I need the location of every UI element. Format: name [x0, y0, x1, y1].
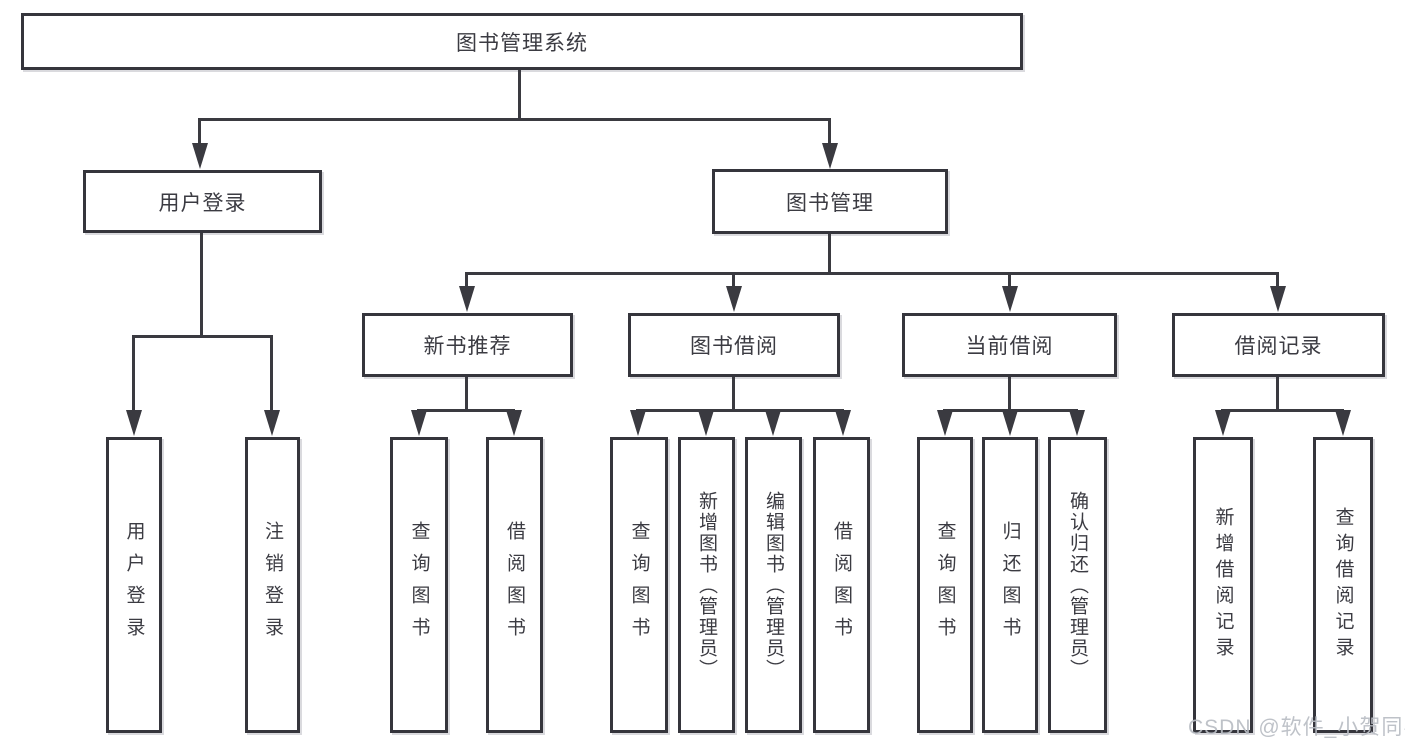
connector-line [828, 118, 831, 146]
arrow-down-icon [126, 410, 142, 436]
arrow-down-icon [1002, 286, 1018, 312]
arrow-down-icon [726, 286, 742, 312]
leaf-logout: 注销登录 [245, 437, 300, 733]
arrow-down-icon [835, 410, 851, 436]
node-current-borrow-label: 当前借阅 [965, 335, 1054, 358]
leaf-add-borrow-record: 新增借阅记录 [1193, 437, 1253, 733]
connector-line [1008, 377, 1011, 411]
leaf-confirm-return-admin-label: 确认归还（管理员） [1067, 490, 1088, 680]
leaf-borrow-book-recommend: 借阅图书 [486, 437, 543, 733]
node-current-borrow: 当前借阅 [902, 313, 1117, 377]
leaf-query-borrow-record: 查询借阅记录 [1313, 437, 1373, 733]
connector-line [417, 409, 515, 412]
node-book-borrow-label: 图书借阅 [690, 335, 778, 358]
leaf-query-book-recommend-label: 查询图书 [408, 521, 430, 649]
connector-line [1276, 377, 1279, 411]
leaf-user-login-label: 用户登录 [123, 521, 145, 649]
connector-line [198, 118, 201, 146]
leaf-query-book-borrow-label: 查询图书 [628, 521, 650, 649]
arrow-down-icon [459, 286, 475, 312]
arrow-down-icon [1270, 286, 1286, 312]
connector-line [270, 335, 273, 412]
connector-line [1276, 272, 1279, 290]
leaf-add-book-admin-label: 新增图书（管理员） [696, 490, 717, 680]
leaf-confirm-return-admin: 确认归还（管理员） [1048, 437, 1107, 733]
node-borrow-record: 借阅记录 [1172, 313, 1385, 377]
watermark: CSDN @软件_小贺同学 [1188, 716, 1405, 739]
arrow-down-icon [411, 410, 427, 436]
node-book-management-label: 图书管理 [786, 191, 874, 215]
leaf-add-borrow-record-label: 新增借阅记录 [1212, 507, 1234, 663]
node-book-borrow: 图书借阅 [628, 313, 840, 377]
arrow-down-icon [822, 143, 838, 169]
leaf-query-book-current-label: 查询图书 [934, 521, 956, 649]
connector-line [732, 377, 735, 411]
leaf-query-borrow-record-label: 查询借阅记录 [1332, 507, 1354, 663]
connector-line [828, 234, 831, 274]
leaf-borrow-book: 借阅图书 [813, 437, 870, 733]
arrow-down-icon [192, 143, 208, 169]
connector-line [132, 335, 135, 412]
arrow-down-icon [630, 410, 646, 436]
node-user-login: 用户登录 [83, 170, 322, 233]
connector-line [1221, 409, 1344, 412]
connector-line [200, 233, 203, 337]
connector-line [132, 335, 273, 338]
leaf-return-book-label: 归还图书 [999, 521, 1021, 649]
connector-line [465, 272, 468, 290]
node-borrow-record-label: 借阅记录 [1234, 335, 1323, 358]
arrow-down-icon [1002, 410, 1018, 436]
node-root: 图书管理系统 [21, 13, 1023, 70]
connector-line [1008, 272, 1011, 290]
node-new-book-recommend: 新书推荐 [362, 313, 573, 377]
leaf-user-login: 用户登录 [106, 437, 162, 733]
leaf-edit-book-admin-label: 编辑图书（管理员） [763, 490, 784, 680]
arrow-down-icon [765, 410, 781, 436]
connector-line [198, 118, 831, 121]
leaf-borrow-book-label: 借阅图书 [831, 521, 852, 649]
connector-line [465, 377, 468, 411]
node-user-login-label: 用户登录 [158, 191, 247, 215]
connector-line [732, 272, 735, 290]
connector-line [636, 409, 844, 412]
arrow-down-icon [506, 410, 522, 436]
connector-line [518, 70, 521, 118]
leaf-edit-book-admin: 编辑图书（管理员） [745, 437, 802, 733]
node-book-management: 图书管理 [712, 169, 948, 234]
leaf-query-book-borrow: 查询图书 [610, 437, 668, 733]
leaf-query-book-current: 查询图书 [917, 437, 973, 733]
arrow-down-icon [1335, 410, 1351, 436]
leaf-query-book-recommend: 查询图书 [390, 437, 448, 733]
node-root-label: 图书管理系统 [456, 31, 588, 55]
arrow-down-icon [1215, 410, 1231, 436]
leaf-add-book-admin: 新增图书（管理员） [678, 437, 735, 733]
leaf-logout-label: 注销登录 [262, 521, 283, 649]
arrow-down-icon [1069, 410, 1085, 436]
arrow-down-icon [698, 410, 714, 436]
leaf-borrow-book-recommend-label: 借阅图书 [504, 521, 525, 649]
arrow-down-icon [264, 410, 280, 436]
arrow-down-icon [937, 410, 953, 436]
node-new-book-recommend-label: 新书推荐 [423, 335, 512, 358]
leaf-return-book: 归还图书 [982, 437, 1038, 733]
connector-line [465, 272, 1279, 275]
